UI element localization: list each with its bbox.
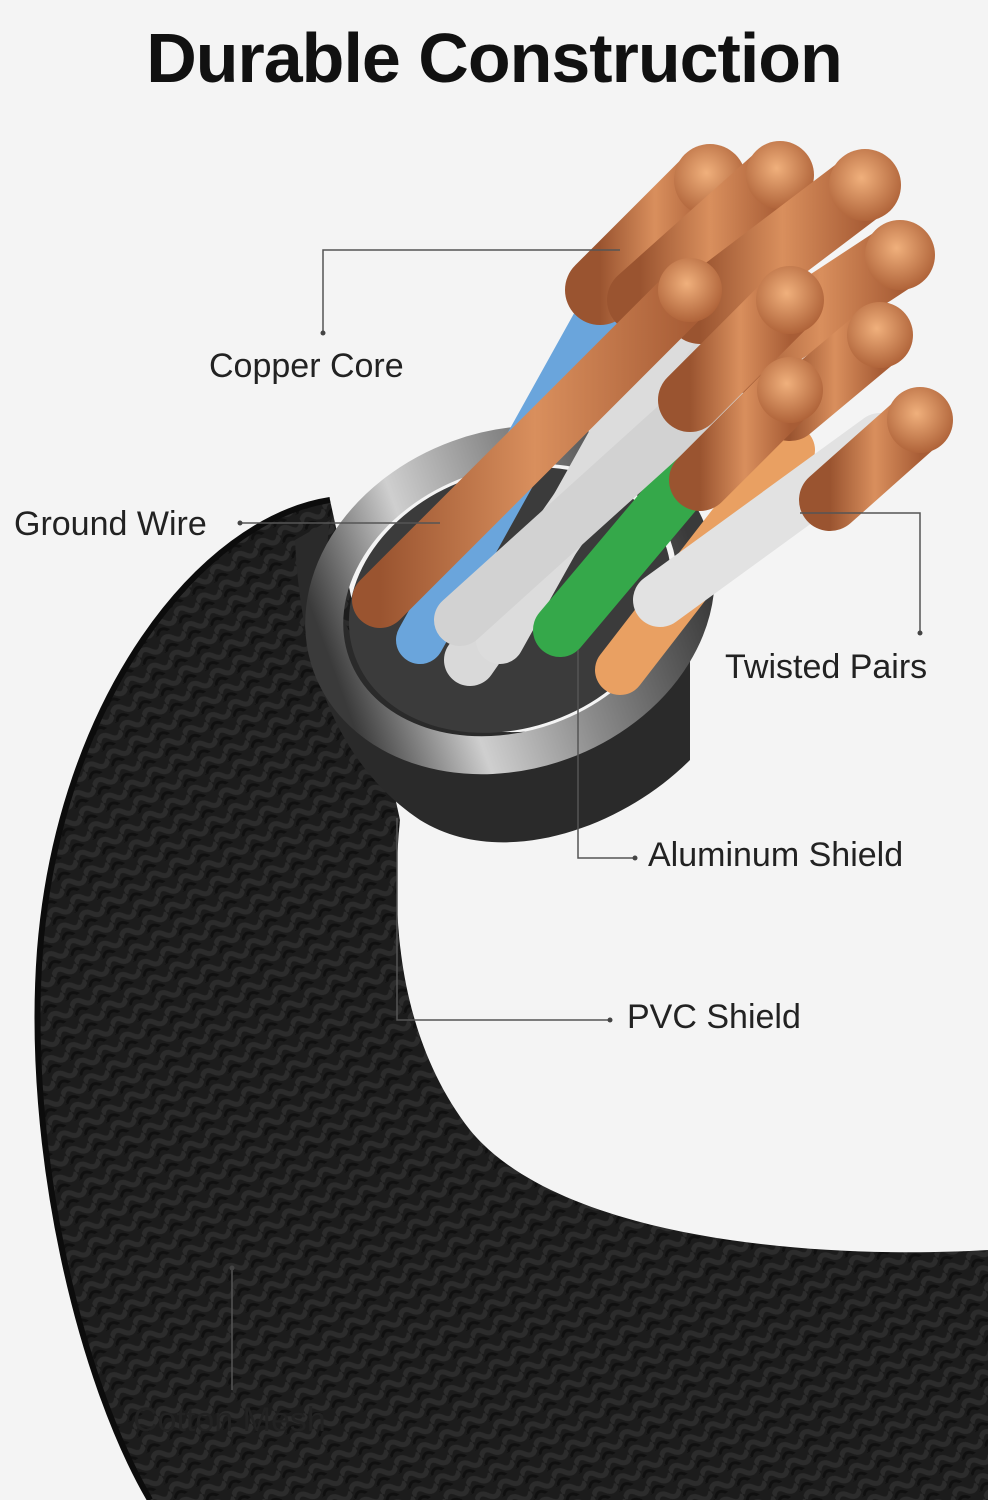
label-aluminum-shield: Aluminum Shield [648, 836, 904, 874]
leader-pvc-shield [396, 818, 610, 1021]
label-twisted-pairs: Twisted Pairs [725, 648, 928, 686]
copper-core-group [352, 141, 953, 628]
label-copper-core: Copper Core [209, 347, 404, 385]
cotton-mesh-jacket [37, 500, 988, 1500]
aluminum-shield-ring [305, 425, 715, 775]
leader-lines [231, 249, 921, 1390]
label-cotton-mesh: Cotton Mesh [133, 1401, 326, 1439]
leader-twisted-pairs [800, 512, 921, 633]
label-ground-wire: Ground Wire [14, 505, 207, 543]
page-title: Durable Construction [146, 19, 843, 97]
pvc-shield-sleeve [295, 520, 690, 843]
ground-wire [352, 262, 718, 628]
leader-copper-core [322, 249, 620, 333]
leader-aluminum-shield [577, 650, 635, 859]
label-pvc-shield: PVC Shield [627, 998, 801, 1036]
